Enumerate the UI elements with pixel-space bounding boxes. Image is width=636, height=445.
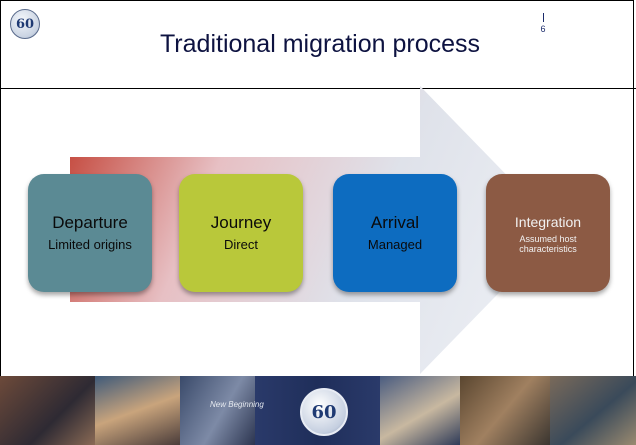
photo-tile [180, 376, 255, 445]
arrow-shape [70, 86, 560, 374]
photo-collage-strip: New Beginning [0, 376, 636, 445]
stage-detail: Assumed host characteristics [519, 234, 577, 254]
photo-caption: New Beginning [210, 400, 264, 409]
stage-journey: Journey Direct [179, 174, 303, 292]
slide-number: 6 [538, 13, 548, 35]
stage-detail: Direct [224, 237, 258, 252]
slide-number-value: 6 [540, 24, 546, 34]
photo-tile [95, 376, 180, 445]
stage-name: Arrival [370, 213, 420, 232]
stage-integration: Integration Assumed host characteristics [486, 174, 610, 292]
slide-title: Traditional migration process [159, 30, 481, 58]
photo-tile [380, 376, 460, 445]
iom-60-center-logo-icon: 60 [300, 388, 348, 436]
photo-tile [0, 376, 95, 445]
photo-tile [550, 376, 636, 445]
stage-name: Integration [514, 214, 582, 230]
stage-name: Journey [210, 213, 272, 232]
stage-detail: Limited origins [48, 237, 132, 252]
iom-60-logo-icon: 60 [10, 9, 40, 39]
header-divider [0, 88, 636, 89]
stage-departure: Departure Limited origins [28, 174, 152, 292]
stage-name: Departure [52, 213, 128, 232]
photo-tile [460, 376, 550, 445]
stage-arrival: Arrival Managed [333, 174, 457, 292]
slide-number-bar [542, 13, 544, 22]
stage-detail: Managed [367, 237, 423, 252]
